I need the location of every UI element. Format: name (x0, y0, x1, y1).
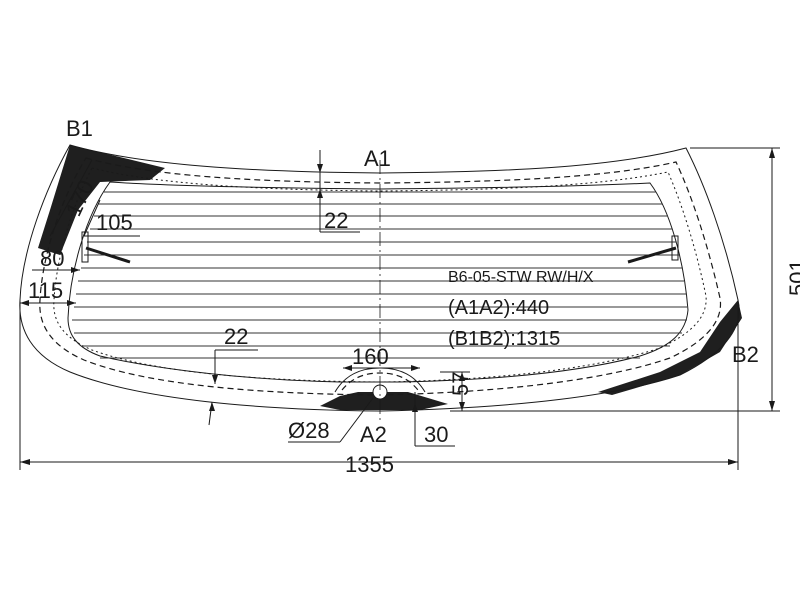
label-point-b1: B1 (66, 116, 93, 141)
dimension-left-115 (20, 300, 76, 306)
dimension-notch-offset (412, 392, 455, 447)
heater-terminal-left (81, 231, 131, 264)
dimension-left-105 (83, 199, 140, 237)
dimension-width (19, 300, 739, 470)
glass-outline-dashed (39, 157, 722, 396)
label-left-115: 115 (28, 278, 63, 303)
spec-a1a2: (A1A2):440 (448, 297, 549, 319)
dimension-bottom-margin (208, 349, 258, 426)
label-left-80: 80 (40, 246, 64, 271)
spec-b1b2: (B1B2):1315 (448, 328, 560, 350)
dimension-notch-height (440, 371, 470, 411)
label-bottom-margin: 22 (224, 324, 248, 349)
spec-code: B6-05-STW RW/H/X (448, 269, 594, 286)
heated-area-frame (67, 181, 689, 383)
dimension-height (450, 147, 780, 412)
label-notch-offset: 30 (424, 422, 448, 447)
label-left-105: 105 (96, 210, 133, 235)
dimension-left-80 (32, 267, 80, 273)
ceramic-band-top-left (38, 145, 165, 255)
ceramic-band-bottom-notch (320, 392, 448, 410)
label-notch-width: 160 (352, 344, 389, 369)
label-width: 1355 (345, 452, 394, 477)
glass-outline-outer (19, 144, 740, 412)
ceramic-band-right (598, 300, 742, 395)
label-point-a2: A2 (360, 422, 387, 447)
heater-grid (72, 191, 687, 359)
label-point-b2: B2 (732, 342, 759, 367)
label-point-a1: A1 (364, 146, 391, 171)
label-notch-height: 57 (448, 372, 473, 396)
wiper-notch-inner (341, 372, 419, 391)
dimension-corner-170 (49, 159, 93, 237)
heater-terminal-right (627, 235, 679, 264)
dimension-top-margin (317, 150, 360, 233)
label-hole-diameter: Ø28 (288, 418, 330, 443)
label-height: 501 (785, 259, 800, 296)
dimension-notch-width (343, 365, 420, 371)
label-top-margin: 22 (324, 208, 348, 233)
dimension-hole-diameter (288, 397, 374, 443)
